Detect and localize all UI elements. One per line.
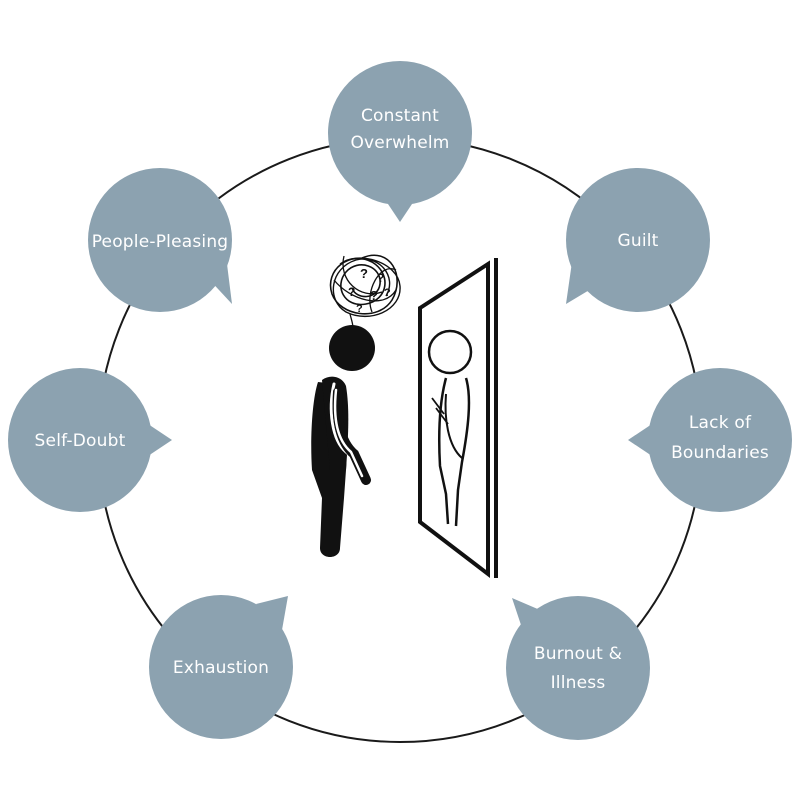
question-mark: ? xyxy=(370,288,378,303)
bubble-label-line-1: Burnout & xyxy=(534,644,622,664)
question-mark: ? xyxy=(377,271,384,285)
bubble-guilt: Guilt xyxy=(566,168,710,312)
bubble-label-line-1: Exhaustion xyxy=(173,658,269,678)
question-mark: ? xyxy=(384,287,391,299)
tangled-thoughts-icon: ? ? ? ? ? ? xyxy=(329,254,401,333)
bubble-label-line-1: People-Pleasing xyxy=(92,232,229,252)
bubble-label-line-2: Illness xyxy=(551,673,606,693)
bubble-lack-of-boundaries: Lack of Boundaries xyxy=(628,368,792,512)
bubble-exhaustion: Exhaustion xyxy=(149,595,293,739)
question-mark: ? xyxy=(348,285,355,299)
question-mark: ? xyxy=(360,266,368,281)
question-mark: ? xyxy=(356,303,363,315)
person-looking-down-icon xyxy=(311,325,375,557)
bubble-constant-overwhelm: Constant Overwhelm xyxy=(328,61,472,222)
bubble-label-line-1: Lack of xyxy=(689,413,752,433)
bubble-people-pleasing: People-Pleasing xyxy=(88,168,232,312)
bubbles-layer: Constant Overwhelm Guilt Lack of Boundar… xyxy=(8,61,792,740)
bubble-burnout-illness: Burnout & Illness xyxy=(506,596,650,740)
bubble-label-line-1: Constant xyxy=(361,106,439,126)
mirror-reflection-icon xyxy=(418,258,498,579)
bubble-label-line-1: Self-Doubt xyxy=(35,431,126,451)
bubble-label-line-1: Guilt xyxy=(617,231,658,251)
bubble-label-line-2: Boundaries xyxy=(671,443,769,463)
bubble-self-doubt: Self-Doubt xyxy=(8,368,172,512)
central-illustration: ? ? ? ? ? ? xyxy=(311,254,498,579)
bubble-label-line-2: Overwhelm xyxy=(350,133,449,153)
